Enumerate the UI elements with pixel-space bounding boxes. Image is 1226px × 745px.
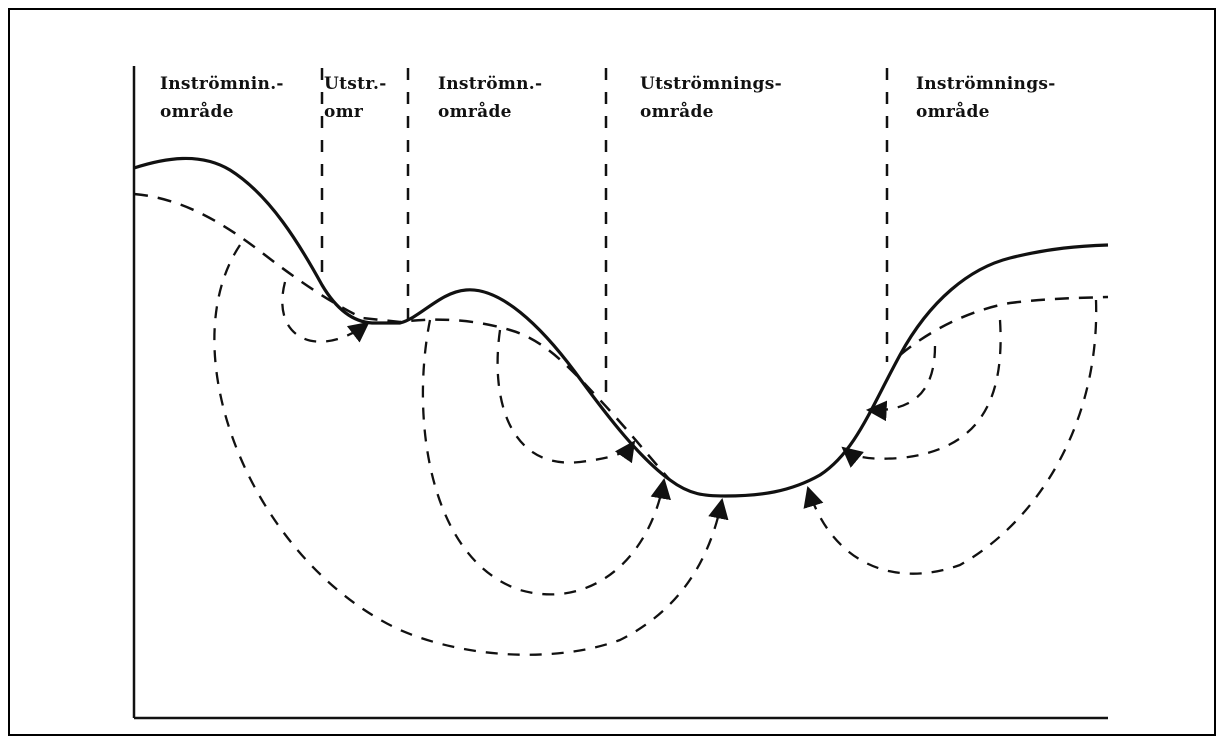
zone-label-line1: Inströmnings- [916, 74, 1056, 94]
flow-line-2 [213, 244, 729, 656]
zone-label-line2: omr [324, 102, 364, 122]
diagram-frame [8, 8, 1216, 736]
flow-line-3 [421, 319, 671, 596]
zone-label-line2: område [640, 102, 714, 122]
zone-label-line1: Inströmn.- [438, 74, 543, 94]
flow-line-1 [281, 281, 370, 343]
flow-line-6 [841, 319, 1002, 468]
zone-label-outflow-2: Utströmnings- område [640, 70, 782, 126]
zone-label-line2: område [160, 102, 234, 122]
zone-label-inflow-3: Inströmnings- område [916, 70, 1056, 126]
ground-surface [133, 156, 1109, 498]
flow-line-4 [496, 329, 636, 464]
zone-label-line1: Utströmnings- [640, 74, 782, 94]
zone-label-line1: Utstr.- [324, 74, 387, 94]
zone-label-inflow-2: Inströmn.- område [438, 70, 542, 126]
zone-label-inflow-1: Inströmnin.- område [160, 70, 284, 126]
zone-label-line2: område [438, 102, 512, 122]
water-table [133, 192, 1109, 481]
flow-line-7 [865, 345, 937, 422]
zone-label-line2: område [916, 102, 990, 122]
zone-label-line1: Inströmnin.- [160, 74, 284, 94]
flow-line-5 [803, 299, 1098, 575]
zone-label-outflow-1: Utstr.- omr [324, 70, 387, 126]
